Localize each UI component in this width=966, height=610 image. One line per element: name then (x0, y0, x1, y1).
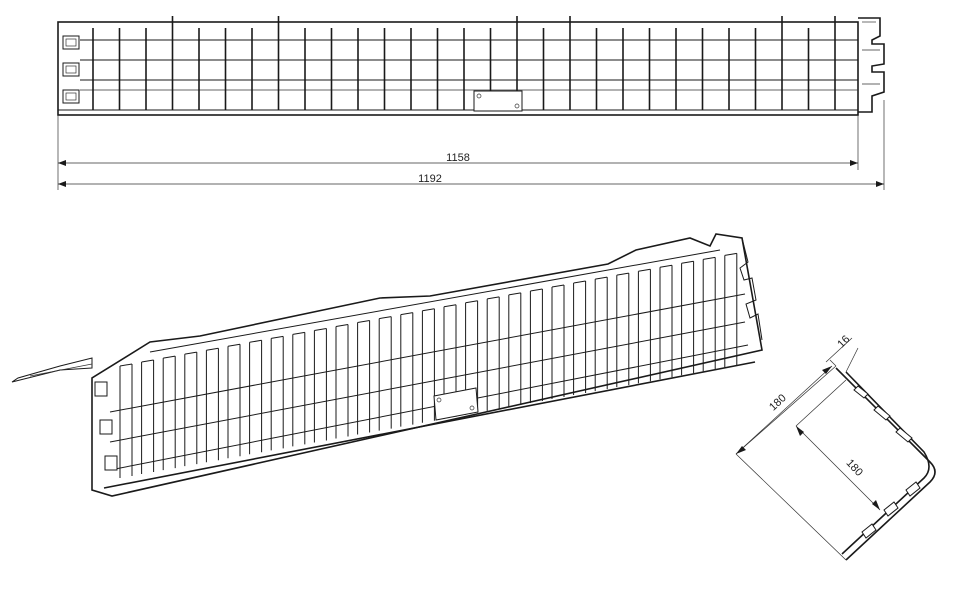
dimension-1192: 1192 (58, 173, 884, 187)
isometric-view (11, 233, 763, 497)
iso-rib (659, 264, 673, 380)
iso-rib (421, 308, 435, 423)
dimension-label-1192: 1192 (418, 173, 442, 185)
top-orthographic-view (57, 16, 885, 116)
iso-rib (184, 351, 198, 467)
dimension-label-180-b: 180 (844, 457, 865, 479)
dimension-label-16: 16 (835, 333, 852, 350)
left-clip-group (62, 35, 80, 104)
section-profile-details (853, 385, 921, 539)
iso-rib (141, 359, 155, 475)
iso-rib (227, 343, 241, 459)
iso-rib (486, 296, 500, 411)
label-plate (473, 90, 523, 112)
iso-rib (616, 272, 630, 388)
isometric-view-ribs (119, 252, 738, 478)
iso-rib (724, 252, 738, 368)
iso-rib (551, 284, 565, 399)
iso-rib (681, 260, 695, 376)
iso-rib (637, 268, 651, 384)
iso-rib (270, 335, 284, 451)
iso-rib (313, 327, 327, 443)
iso-left-clips (94, 381, 118, 471)
iso-rib (573, 280, 587, 396)
iso-rib (335, 324, 349, 439)
right-end-connector (858, 17, 885, 113)
top-view-ribs (92, 16, 836, 110)
iso-rib (594, 276, 608, 392)
iso-label-plate (433, 387, 479, 421)
section-view: 180 180 16 (735, 333, 936, 561)
dimension-label-1158: 1158 (446, 152, 470, 164)
iso-rib (702, 256, 716, 372)
dimension-1158: 1158 (57, 100, 885, 190)
iso-rib (400, 312, 414, 427)
left-flap (11, 357, 93, 383)
iso-rib (357, 320, 371, 435)
iso-rib (508, 292, 522, 407)
dimension-16: 16 (825, 333, 859, 373)
iso-rib (162, 355, 176, 471)
iso-rib (378, 316, 392, 431)
iso-rib (249, 339, 263, 455)
iso-right-end (739, 237, 763, 341)
iso-rib (292, 331, 306, 447)
iso-rib (205, 347, 219, 463)
iso-rib (119, 363, 133, 478)
iso-rib (529, 288, 543, 403)
